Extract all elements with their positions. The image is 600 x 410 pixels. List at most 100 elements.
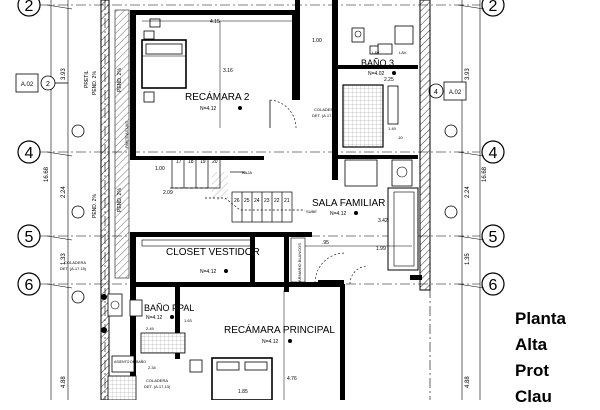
room-bano-ppal: BAÑO PPAL N=4.12 1.63 2.49 2.34 ASIENTO …	[107, 293, 194, 400]
dim-right-135: 1.35	[465, 253, 471, 265]
room-closet-level: N=4.12	[200, 269, 216, 275]
stair-step-25: 25	[244, 198, 250, 204]
room-recppal-level: N=4.12	[262, 339, 278, 345]
wall-terrace-hatched	[114, 9, 130, 279]
section-marker-right: 4 A.02	[428, 81, 467, 101]
stair-step-24: 24	[254, 198, 260, 204]
grid-bubbles-right: 2 4 5 6	[481, 0, 505, 296]
stair-step-19: 19	[200, 159, 206, 165]
stairs	[170, 157, 305, 223]
wall-left-hatched	[100, 0, 110, 400]
room-sala-name: SALA FAMILIAR	[312, 198, 385, 209]
note-pend: PEND. 2%	[92, 71, 98, 95]
dim-right-393: 3.93	[465, 68, 471, 80]
dim-left-393: 3.93	[61, 68, 67, 80]
dim-left-133: 1.33	[61, 253, 67, 265]
dim-left-488: 4.88	[61, 376, 67, 388]
note-sube: SUBE	[306, 209, 317, 214]
room-recppal-name: RECÁMARA PRINCIPAL	[224, 323, 335, 336]
note-pend-3: PEND. 2%	[117, 68, 123, 92]
dim-476: 4.76	[287, 376, 297, 382]
dim-left-224: 2.24	[61, 186, 67, 198]
room-closet-name: CLOSET VESTIDOR	[166, 247, 260, 258]
note-lav2: LAV.	[399, 50, 407, 55]
room-closet-vestidor: CLOSET VESTIDOR N=4.12 ARMARIO BLANCOS	[141, 237, 306, 283]
room-sala-level: N=4.12	[330, 211, 346, 217]
note-asiento: ASIENTO DE BAÑO	[114, 359, 146, 364]
note-coladera3-det: DET. (A.17.13)	[144, 384, 171, 389]
note-coladera2: COLADERA	[64, 260, 86, 265]
dim-415: 4.15	[210, 19, 220, 25]
grid-bubble-2-right	[481, 0, 505, 17]
grid-bubbles-left: 2 4 5 6	[17, 0, 41, 296]
grid-label-5-right: 5	[489, 229, 498, 246]
section-marker-left-label: A.02	[21, 82, 34, 88]
dim-100a: 1.00	[312, 38, 322, 44]
note-coladera1-det: DET. (A.17.13)	[312, 113, 339, 118]
dim-342: 3.42	[378, 218, 388, 224]
stair-step-20: 20	[212, 159, 218, 165]
stair-step-18: 18	[188, 159, 194, 165]
dim-left-total: 16.68	[44, 166, 50, 182]
dimension-chain-left	[46, 0, 73, 400]
wall-right-hatched	[419, 0, 431, 291]
grid-label-4-right: 4	[489, 145, 498, 162]
grid-label-5-left: 5	[25, 229, 34, 246]
dim-163: 1.63	[184, 318, 193, 323]
dim-100b: 1.00	[155, 166, 165, 172]
room-bano-3-level: N=4.02	[368, 71, 384, 77]
stair-step-17: 17	[176, 159, 182, 165]
dim-316: 3.16	[223, 68, 233, 74]
stair-step-21: 21	[284, 198, 290, 204]
note-pend-4: PEND. 2%	[117, 188, 123, 212]
room-bano-3: LAV. LAV. BAÑO 3 N=4.02 2.25 COLADERA DE…	[312, 25, 414, 148]
stair-step-26: 26	[234, 198, 240, 204]
note-lav1: LAV.	[372, 50, 380, 55]
dim-249: 2.49	[146, 326, 155, 331]
room-bano-3-name: BAÑO 3	[361, 58, 394, 68]
room-recamara-2-name: RECÁMARA 2	[185, 90, 250, 103]
section-marker-right-sub: 4	[434, 89, 438, 96]
note-baja: BAJA	[242, 170, 252, 175]
note-pend-2: PEND. 2%	[92, 194, 98, 218]
caption-line-4: Clau	[515, 387, 552, 406]
dim-149: 1.49	[388, 126, 397, 131]
grid-bubble-5-left	[17, 224, 41, 248]
level-markers	[101, 71, 396, 343]
section-marker-left: A.02 2	[15, 73, 68, 93]
section-marker-left-sub: 2	[46, 81, 50, 88]
stair-step-22: 22	[274, 198, 280, 204]
dim-225: 2.25	[384, 77, 394, 83]
grid-label-6-left: 6	[25, 277, 34, 294]
room-recamara-2-level: N=4.12	[200, 106, 216, 112]
grid-bubble-6-right	[481, 272, 505, 296]
grid-label-4-left: 4	[25, 145, 34, 162]
section-marker-right-label: A.02	[449, 90, 462, 96]
room-recamara-2: RECÁMARA 2 N=4.12 4.15 3.16 1.00 1.00	[141, 18, 322, 172]
caption-line-1: Planta	[515, 309, 567, 328]
dim-right-224: 2.24	[465, 186, 471, 198]
dim-234: 2.34	[148, 365, 157, 370]
grid-bubble-4-right	[481, 140, 505, 164]
stair-step-23: 23	[264, 198, 270, 204]
dim-right-488: 4.88	[465, 376, 471, 388]
section-cut-symbol	[71, 124, 458, 304]
grid-label-6-right: 6	[489, 277, 498, 294]
room-bano-ppal-level: N=4.12	[146, 315, 162, 321]
dimension-chain-right	[457, 0, 485, 400]
dim-95: .95	[322, 240, 329, 246]
grid-bubble-2-left	[17, 0, 41, 17]
dim-10: .10	[397, 135, 403, 140]
room-bano-ppal-name: BAÑO PPAL	[144, 303, 194, 313]
grid-label-2-left: 2	[25, 0, 34, 15]
note-coladera2-det: DET. (A.17.15)	[60, 266, 87, 271]
dim-199: 1.99	[376, 246, 386, 252]
note-coladera3: COLADERA	[146, 378, 168, 383]
room-sala-familiar: SALA FAMILIAR N=4.12 3.42 .95 1.99	[302, 159, 419, 285]
grid-bubble-5-right	[481, 224, 505, 248]
note-parteaguas: PARTEAGUAS	[124, 121, 129, 148]
note-pretil: PRETIL	[84, 70, 90, 88]
floor-plan: 2 4 5 6 2 4 5 6 3.93 2.24 1.33 4.88 16.6…	[15, 0, 505, 400]
grid-label-2-right: 2	[489, 0, 498, 15]
grid-bubble-6-left	[17, 272, 41, 296]
